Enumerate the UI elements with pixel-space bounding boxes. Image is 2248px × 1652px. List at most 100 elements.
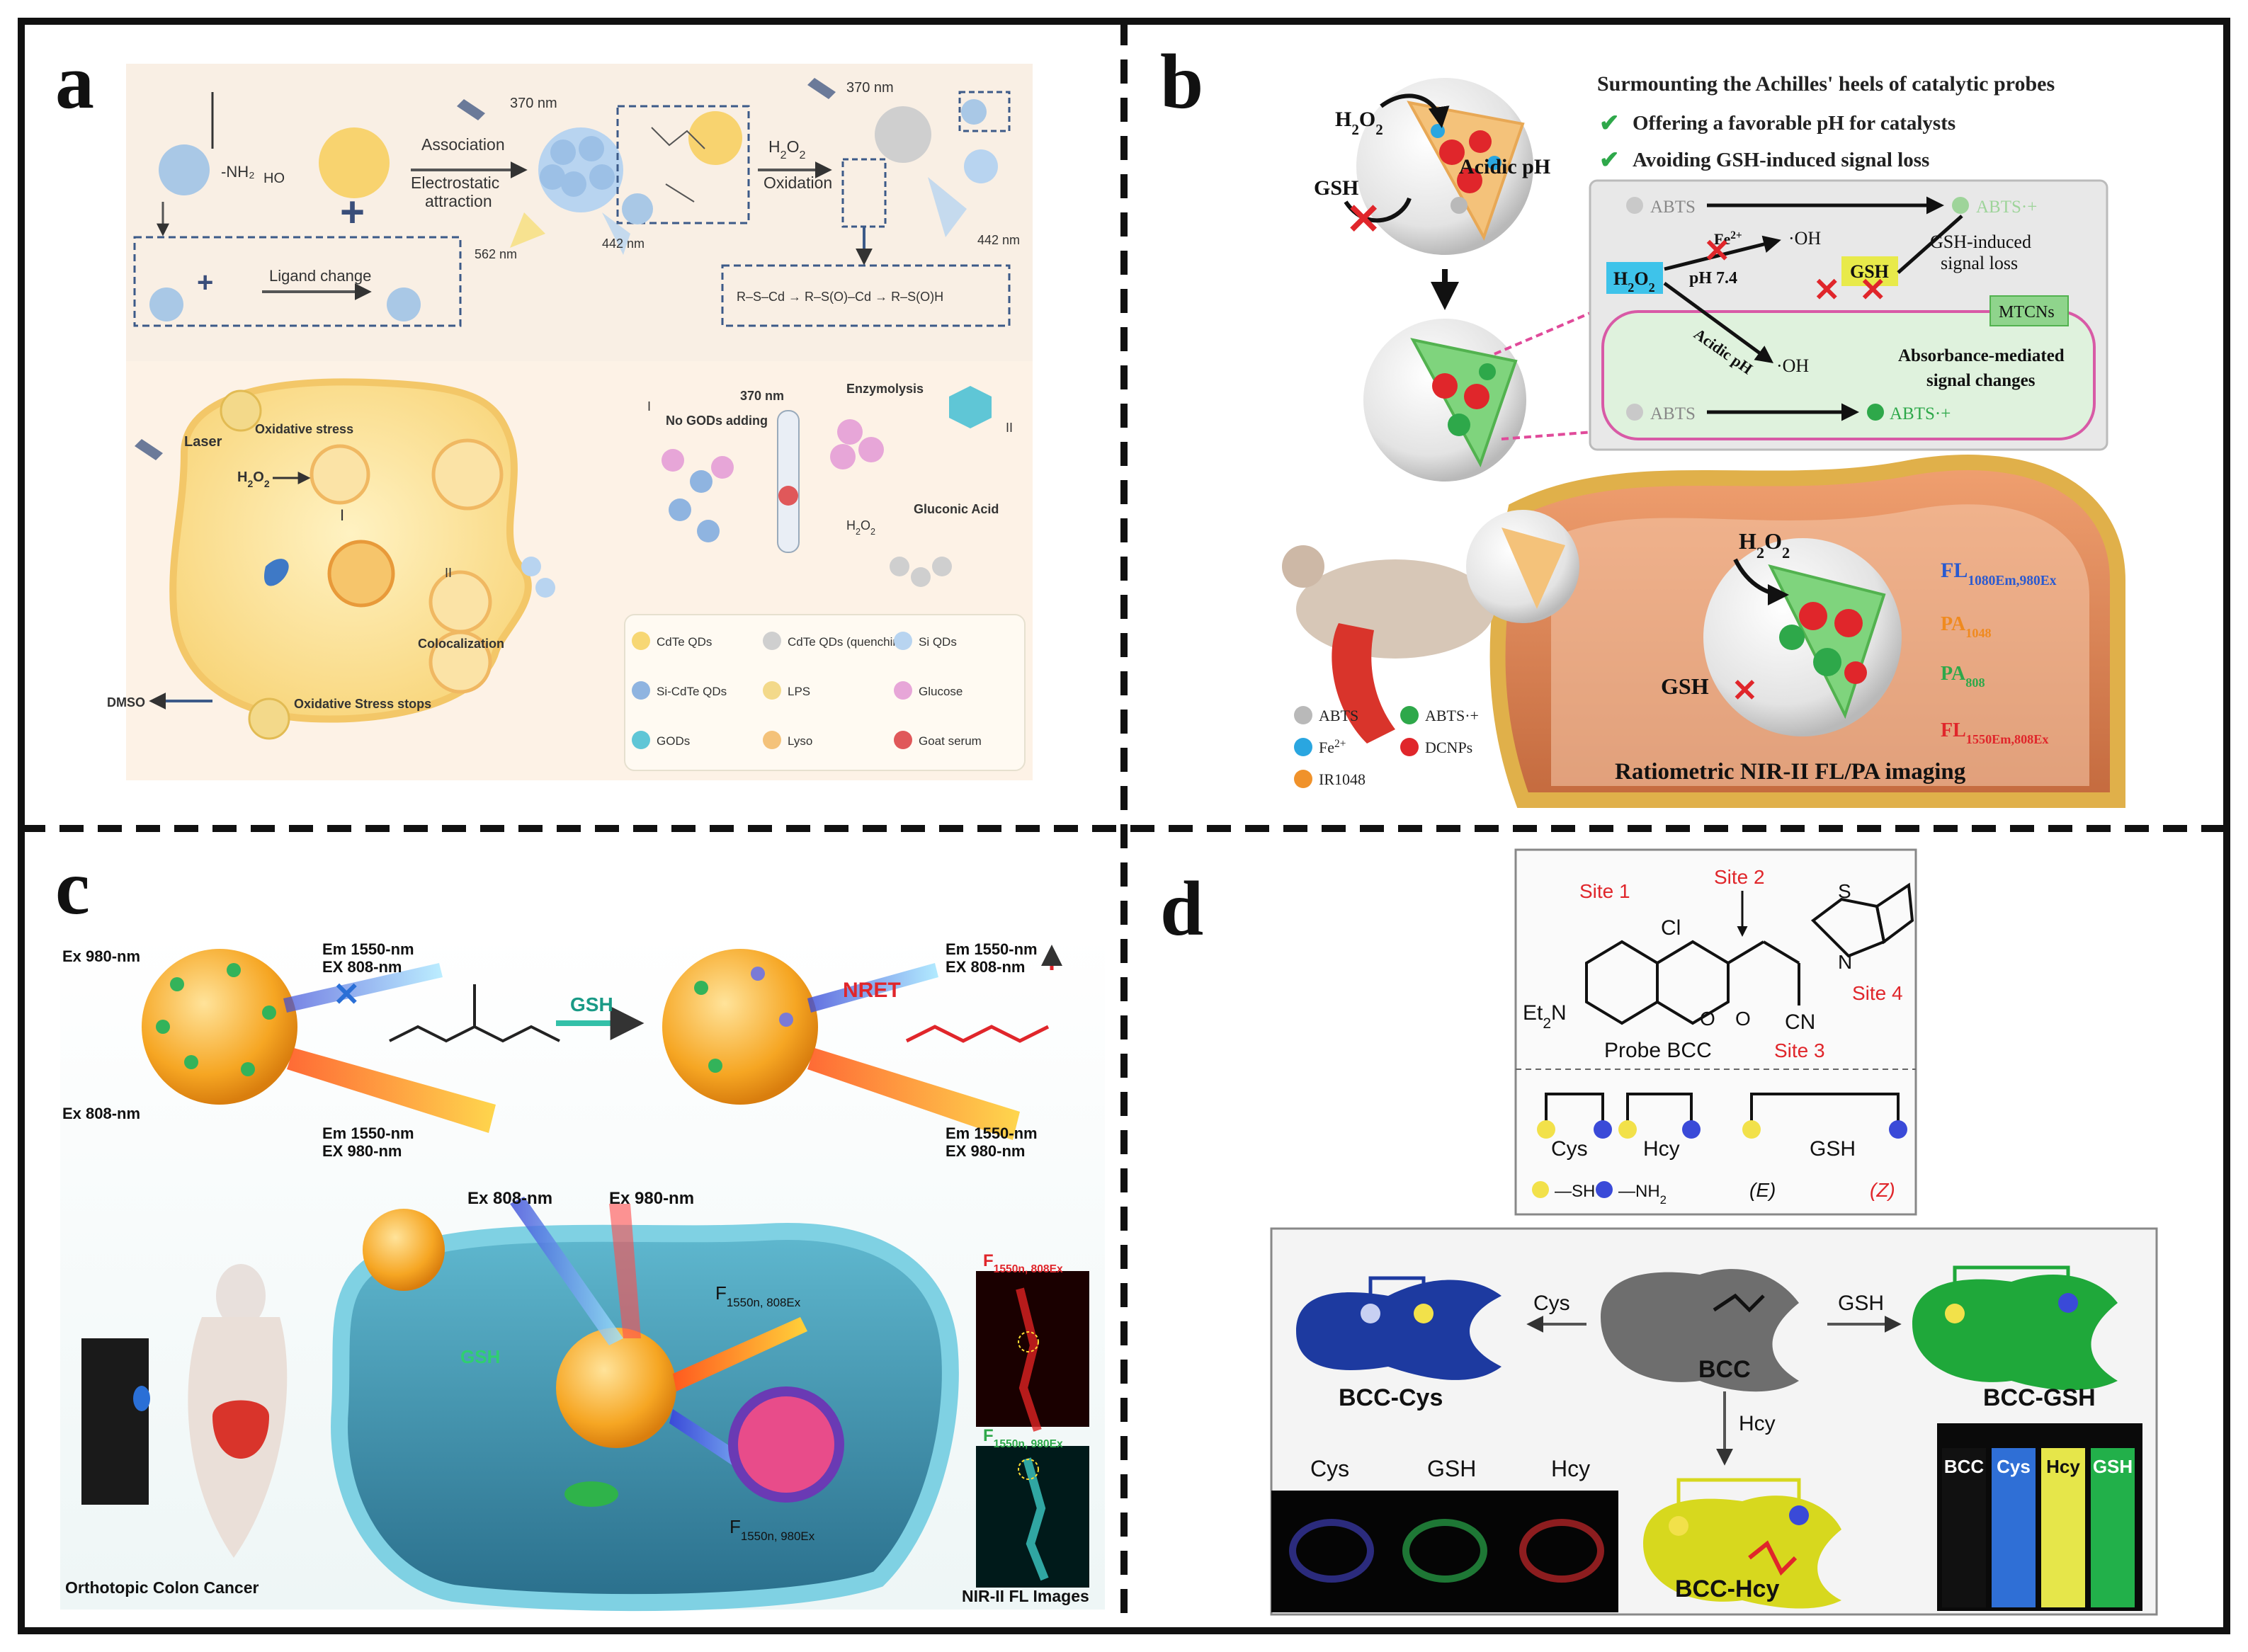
ligand-qd-1	[149, 287, 183, 321]
cell-image-gsh	[1402, 1519, 1487, 1583]
enzymolysis-label: Enzymolysis	[846, 382, 924, 396]
panel-a-legend	[624, 614, 1026, 771]
img-label-808: F1550n, 808Ex	[983, 1251, 1063, 1275]
legend-a-swatch	[632, 632, 650, 650]
probe-bcc-structure	[1585, 882, 1914, 1025]
et2n-label: Et2N	[1523, 1001, 1567, 1032]
goat-serum-drop	[778, 486, 798, 506]
legend-a-swatch	[632, 681, 650, 700]
gluconic-acid-label: Gluconic Acid	[914, 502, 999, 516]
ph74-arrow	[1664, 235, 1781, 271]
bcc-double-bond	[1713, 1293, 1765, 1313]
bcc-hcy-shape	[1643, 1496, 1841, 1609]
vial-label: Cys	[1997, 1456, 2031, 1477]
magenta-link-1	[1494, 310, 1594, 355]
legend-a-label: Si QDs	[919, 635, 957, 649]
mouse-photo	[81, 1338, 149, 1505]
blue-emission	[602, 212, 630, 255]
h2o2-box-label: H2O2	[1613, 268, 1655, 295]
fe2-label-1: Fe2+	[1714, 229, 1742, 249]
n-label: N	[1838, 951, 1852, 973]
vial	[1942, 1448, 1986, 1607]
abts-radical-bottom: ABTS·+	[1890, 404, 1951, 423]
lamp-icon-right	[807, 78, 836, 99]
mtcns-box	[1989, 295, 2069, 326]
h2o2-tumor-arrow	[1733, 558, 1789, 605]
legend-a-swatch	[763, 681, 781, 700]
panel-d: d Cl Et2N O O CN S N Site 1 Site 2 Site …	[1160, 848, 2158, 1616]
attraction-label: attraction	[425, 192, 492, 210]
abts-radical-dot-top	[1952, 197, 1969, 214]
probe-label: Probe BCC	[1604, 1039, 1712, 1062]
roman-i-cell: I	[340, 506, 344, 524]
nir-signal-980	[1023, 1457, 1049, 1581]
nm442-right: 442 nm	[977, 233, 1020, 247]
oh-label-2: ·OH	[1776, 355, 1809, 376]
h2o2-box	[1606, 262, 1663, 294]
vial-label: Hcy	[2046, 1456, 2080, 1477]
panel-letter-c: c	[55, 844, 90, 930]
si-cdte-cluster	[538, 127, 623, 212]
magenta-link-2	[1501, 431, 1594, 440]
check-icon-1: ✔	[1599, 110, 1620, 137]
legend-a-label: Glucose	[919, 685, 963, 698]
block-x-icon-gsh-1: ✕	[1813, 271, 1841, 308]
block-x-icon-gsh-2: ✕	[1859, 271, 1887, 308]
abts-bottom: ABTS	[1650, 404, 1696, 423]
legend-a-label: GODs	[657, 734, 690, 748]
ucnp-floating	[363, 1209, 445, 1291]
bcc-hcy-bridge	[1676, 1478, 1801, 1522]
oh-label-1: ·OH	[1788, 228, 1821, 249]
bcc-cys-shape	[1296, 1280, 1501, 1380]
inset-cdte-qd	[688, 111, 742, 165]
legend-b-swatch	[1294, 738, 1312, 756]
legend-b-swatch	[1400, 738, 1419, 756]
ex808-left: Ex 808-nm	[62, 1105, 140, 1122]
gsh-cell-label: GSH	[460, 1346, 500, 1367]
fl1080-label: FL1080Em,980Ex	[1941, 559, 2057, 588]
img-gsh-label: GSH	[1427, 1456, 1476, 1481]
panel-letter-d: d	[1160, 865, 1203, 952]
em-right-2: EX 808-nm	[946, 958, 1026, 976]
h2o2-in-arrow	[1380, 93, 1450, 128]
legend-b-label: DCNPs	[1425, 739, 1472, 756]
probe-structure-box	[1514, 848, 1917, 1216]
pa808-label: PA808	[1941, 663, 1985, 690]
ligand-change-box	[133, 236, 462, 327]
nm370-left: 370 nm	[510, 96, 557, 111]
nh2-legend-dot	[1596, 1181, 1613, 1198]
s-label: S	[1838, 880, 1851, 902]
roman-ii-side: II	[1006, 421, 1013, 435]
sh-legend-label: —SH	[1555, 1182, 1595, 1201]
colocalization-label: Colocalization	[418, 637, 504, 651]
panel-b-title: Surmounting the Achilles' heels of catal…	[1597, 72, 2055, 96]
arrow-gsh-label: GSH	[1838, 1292, 1884, 1315]
oxidation-scheme: R–S–Cd → R–S(O)–Cd → R–S(O)H	[737, 290, 943, 304]
em-right-4: EX 980-nm	[946, 1142, 1026, 1160]
mtcn-zoom-wedge	[1501, 528, 1565, 609]
o-label-carbonyl: O	[1735, 1008, 1751, 1030]
thiol-schematics	[1545, 1093, 1900, 1122]
legend-b-label: ABTS·+	[1425, 707, 1479, 724]
ph74-label: pH 7.4	[1689, 269, 1737, 287]
legend-b-label: ABTS	[1319, 707, 1358, 724]
glucose-1	[837, 419, 863, 445]
inset-amine-qd	[961, 99, 987, 125]
cyanine-dye-red	[905, 1025, 1050, 1043]
ligand-molecule-dodecanethiol: -NH₂	[159, 92, 255, 195]
ligand-qd-2	[387, 287, 421, 321]
legend-b-swatch	[1294, 706, 1312, 724]
e-label: (E)	[1749, 1179, 1776, 1201]
free-si-qd	[964, 149, 998, 183]
colon-label: Orthotopic Colon Cancer	[65, 1578, 259, 1597]
absorbance-2: signal changes	[1926, 371, 2036, 390]
em1550-980-a: Em 1550-nm	[322, 1124, 414, 1142]
association-label: Association	[421, 135, 505, 154]
cell-images-strip	[1271, 1491, 1618, 1612]
bcc-cys-dot-2	[1414, 1304, 1434, 1323]
z-label: (Z)	[1870, 1179, 1895, 1201]
legend-a-label: LPS	[788, 685, 810, 698]
